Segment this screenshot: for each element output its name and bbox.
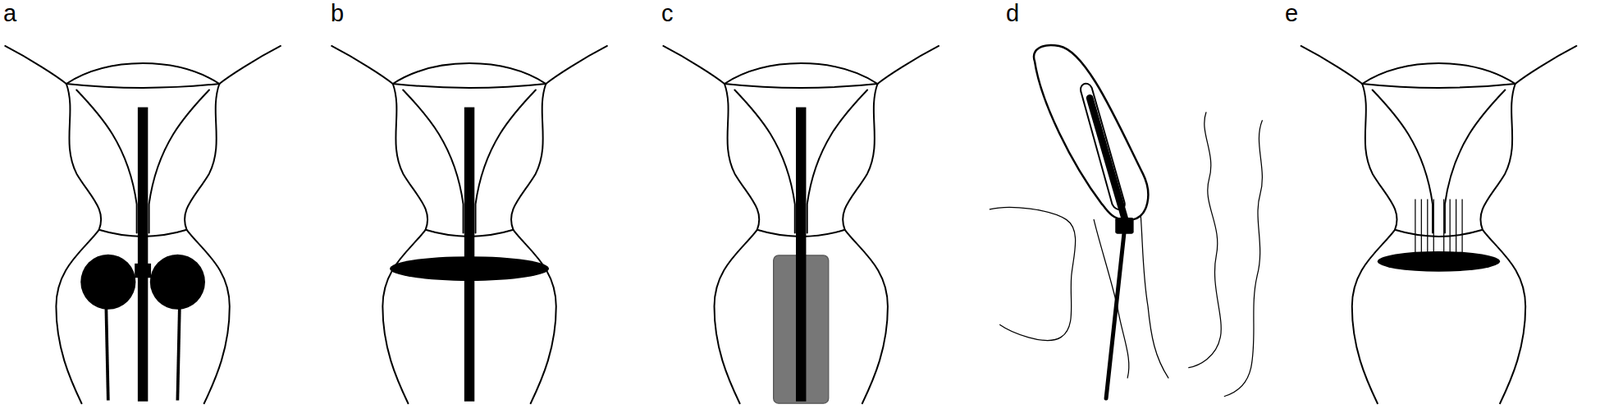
panel-d-figure [989,45,1262,398]
panel-letter: e [1284,1,1299,26]
panel-c-figure [662,45,939,403]
panel-a-figure [4,45,281,403]
panel-letter: c [661,1,674,26]
panel-letter: b [330,1,344,26]
panel-letter: d [1005,1,1020,26]
panel-letter: a [3,1,17,26]
panel-b-figure [331,45,608,403]
panel-e-figure [1301,45,1578,403]
